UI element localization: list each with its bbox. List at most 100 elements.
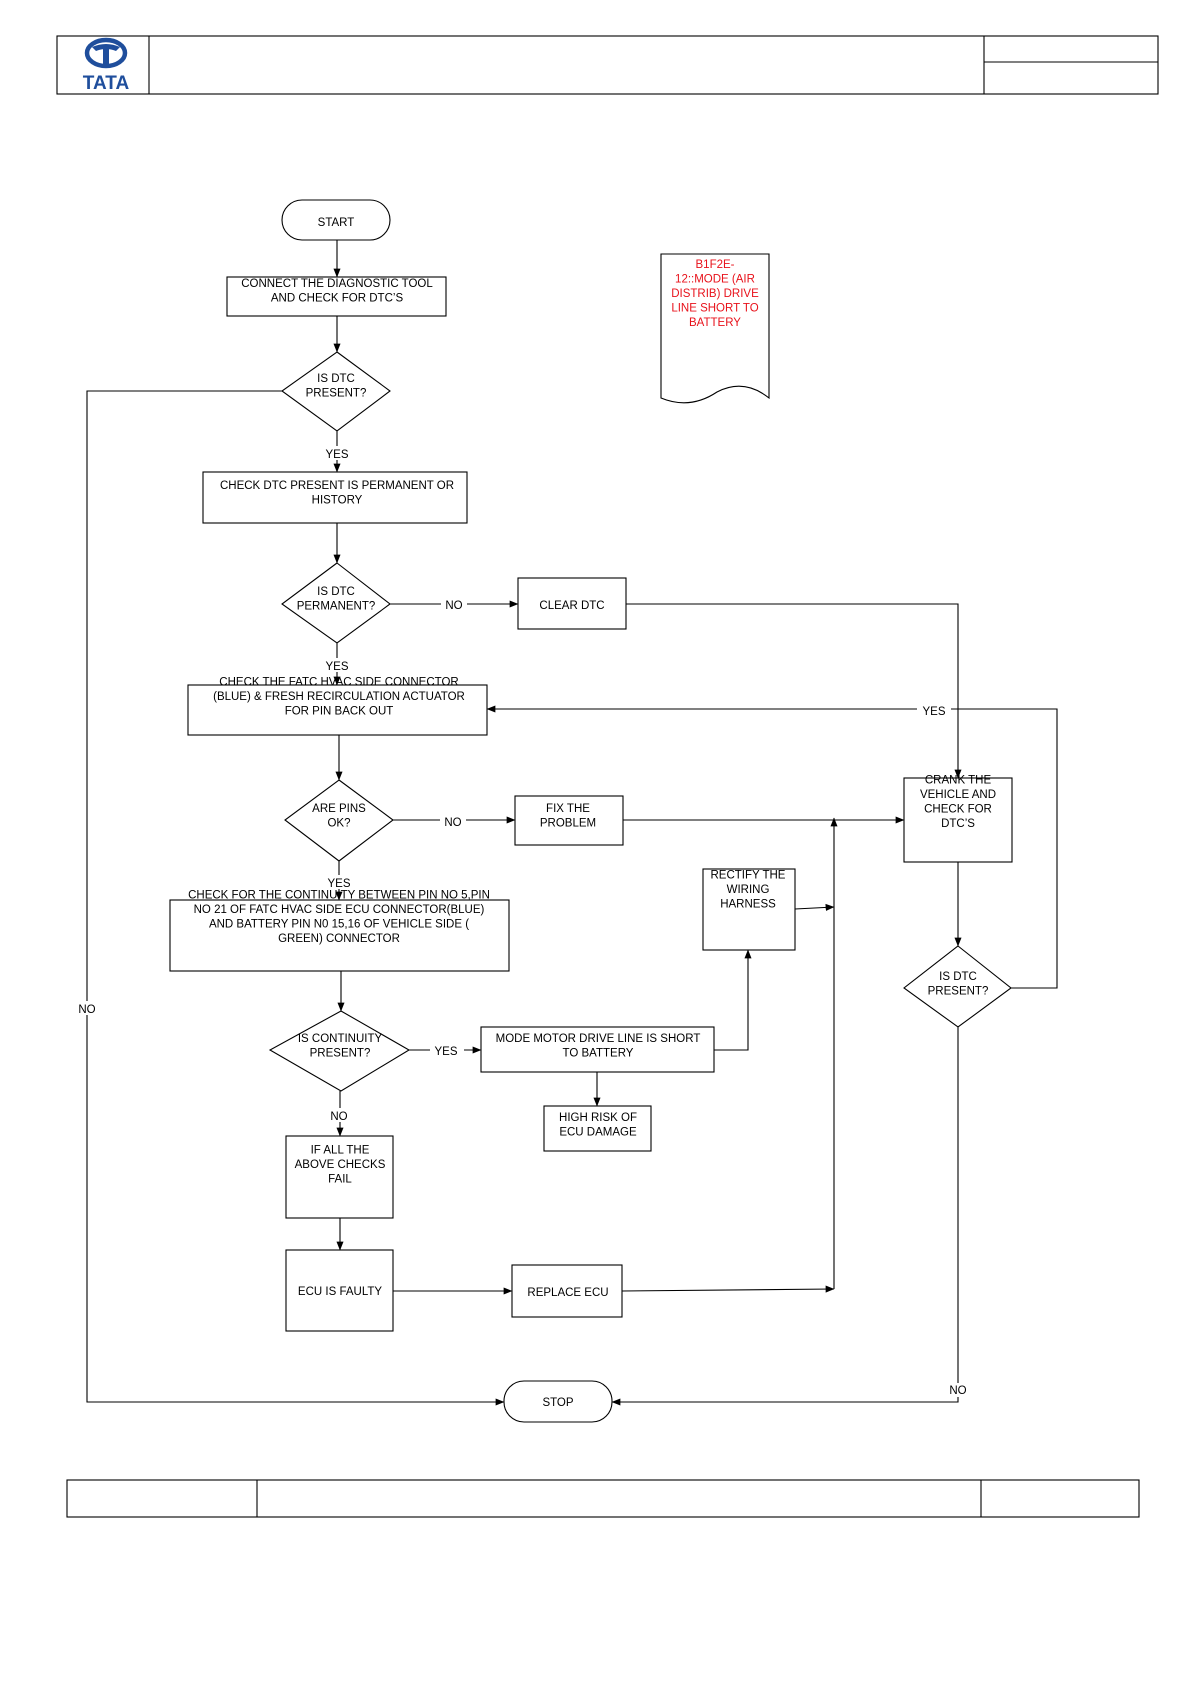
stop-terminal [503,1380,613,1423]
dtc-present-2-label: IS DTC PRESENT? [928,971,989,998]
replace-ecu-label-line: REPLACE ECU [527,1287,608,1299]
check-connector-box [187,684,488,736]
fix-problem-box [514,795,624,846]
ecu-faulty-label: ECU IS FAULTY [298,1286,382,1298]
edge-label-permanent-no: NO [445,600,462,612]
note-text-line: 12::MODE (AIR [675,274,755,286]
all-checks-fail-label-line: IF ALL THE [311,1145,370,1157]
pins-ok-label-line: OK? [327,817,350,829]
dtc-permanent-label-line: PERMANENT? [297,600,376,612]
start-label: START [318,217,355,229]
shapes [169,199,1013,1423]
short-to-battery-label-line: TO BATTERY [563,1047,634,1059]
connect-tool-label-line: CONNECT THE DIAGNOSTIC TOOL [241,278,433,290]
dtc-present-2-label-line: IS DTC [939,971,977,983]
short-to-battery-label-line: MODE MOTOR DRIVE LINE IS SHORT [496,1033,701,1045]
pins-ok-decision [284,779,394,862]
note-text-line: LINE SHORT TO [671,303,758,315]
edge-label-present1-no: NO [78,1004,95,1016]
check-connector-label-line: (BLUE) & FRESH RECIRCULATION ACTUATOR [213,691,465,703]
connect-tool-label: CONNECT THE DIAGNOSTIC TOOL AND CHECK FOR… [241,278,433,305]
fix-problem-label: FIX THE PROBLEM [540,803,596,830]
clear-dtc-box [517,577,627,630]
rectify-harness-label-line: WIRING [727,884,770,896]
edge-label-pins-yes: YES [327,878,350,890]
note-text-line: BATTERY [689,317,741,329]
dtc-present-2-label-line: PRESENT? [928,985,989,997]
brand-name: TATA [83,73,130,94]
crank-vehicle-label-line: VEHICLE AND [920,789,996,801]
check-permanent-label: CHECK DTC PRESENT IS PERMANENT OR HISTORY [220,480,454,507]
ecu-faulty-box [285,1249,394,1332]
short-to-battery-label: MODE MOTOR DRIVE LINE IS SHORT TO BATTERY [496,1033,701,1060]
high-risk-label-line: HIGH RISK OF [559,1112,637,1124]
check-continuity-label: CHECK FOR THE CONTINUITY BETWEEN PIN NO … [188,889,490,945]
check-permanent-label-line: HISTORY [312,494,363,506]
high-risk-label-line: ECU DAMAGE [559,1126,637,1138]
stop-label-line: STOP [542,1397,573,1409]
footer-frame [66,1479,1140,1518]
replace-ecu-box [511,1264,623,1318]
edge-label-present2-yes: YES [922,706,945,718]
pins-ok-label: ARE PINS OK? [312,803,366,830]
edge-label-permanent-yes: YES [325,661,348,673]
check-continuity-label-line: NO 21 OF FATC HVAC SIDE ECU CONNECTOR(BL… [194,904,485,916]
rectify-harness-label-line: RECTIFY THE [711,870,786,882]
edge-present2-stop [611,1027,959,1406]
all-checks-fail-label-line: ABOVE CHECKS [295,1159,386,1171]
high-risk-box [543,1105,652,1152]
rectify-harness-label: RECTIFY THE WIRING HARNESS [711,870,786,911]
high-risk-label: HIGH RISK OF ECU DAMAGE [559,1112,637,1139]
connect-tool-label-line: AND CHECK FOR DTC’S [271,292,404,304]
edge-clear-crank [626,603,962,779]
edge-label-continuity-yes: YES [434,1046,457,1058]
rectify-harness-label-line: HARNESS [720,899,776,911]
edge-label-continuity-no: NO [330,1111,347,1123]
fix-problem-label-line: FIX THE [546,803,590,815]
dtc-present-1-label-line: PRESENT? [306,387,367,399]
fix-problem-label-line: PROBLEM [540,817,596,829]
connectors [86,240,1058,1406]
crank-vehicle-label-line: CRANK THE [925,774,992,786]
ecu-faulty-label-line: ECU IS FAULTY [298,1286,382,1298]
dtc-permanent-label-line: IS DTC [317,586,355,598]
continuity-decision [268,1010,411,1092]
all-checks-fail-box [285,1135,394,1219]
clear-dtc-label: CLEAR DTC [539,600,604,612]
dtc-permanent-decision [281,562,391,644]
clear-dtc-label-line: CLEAR DTC [539,600,604,612]
start-label-line: START [318,217,355,229]
crank-vehicle-label-line: CHECK FOR [924,803,992,815]
edge-label-present2-no: NO [949,1385,966,1397]
dtc-present-decision-1 [281,351,391,432]
check-continuity-label-line: GREEN) CONNECTOR [278,933,400,945]
note-document [660,253,770,404]
edge-labels: YES NO NO YES NO YES YES NO YES NO [76,446,971,1397]
pins-ok-label-line: ARE PINS [312,803,366,815]
check-connector-label: CHECK THE FATC HVAC SIDE CONNECTOR (BLUE)… [213,677,465,718]
continuity-label-line: IS CONTINUITY [298,1033,383,1045]
short-to-battery-box [480,1026,715,1073]
note-text-line: B1F2E- [696,259,735,271]
stop-label: STOP [542,1397,573,1409]
crank-vehicle-box [903,777,1013,863]
header-frame [56,35,1159,95]
replace-ecu-label: REPLACE ECU [527,1287,608,1299]
edge-label-pins-no: NO [444,817,461,829]
check-connector-label-line: CHECK THE FATC HVAC SIDE CONNECTOR [219,677,458,689]
edge-present2-connector [486,705,1058,989]
check-continuity-box [169,899,510,972]
dtc-permanent-label: IS DTC PERMANENT? [297,586,376,613]
check-permanent-label-line: CHECK DTC PRESENT IS PERMANENT OR [220,480,454,492]
check-continuity-label-line: CHECK FOR THE CONTINUITY BETWEEN PIN NO … [188,889,490,901]
dtc-present-1-label-line: IS DTC [317,373,355,385]
edge-short-rectify [714,949,752,1051]
dtc-present-1-label: IS DTC PRESENT? [306,373,367,400]
continuity-label-line: PRESENT? [310,1047,371,1059]
edge-present1-stop [86,390,505,1406]
edge-replace-bus [621,1285,835,1293]
